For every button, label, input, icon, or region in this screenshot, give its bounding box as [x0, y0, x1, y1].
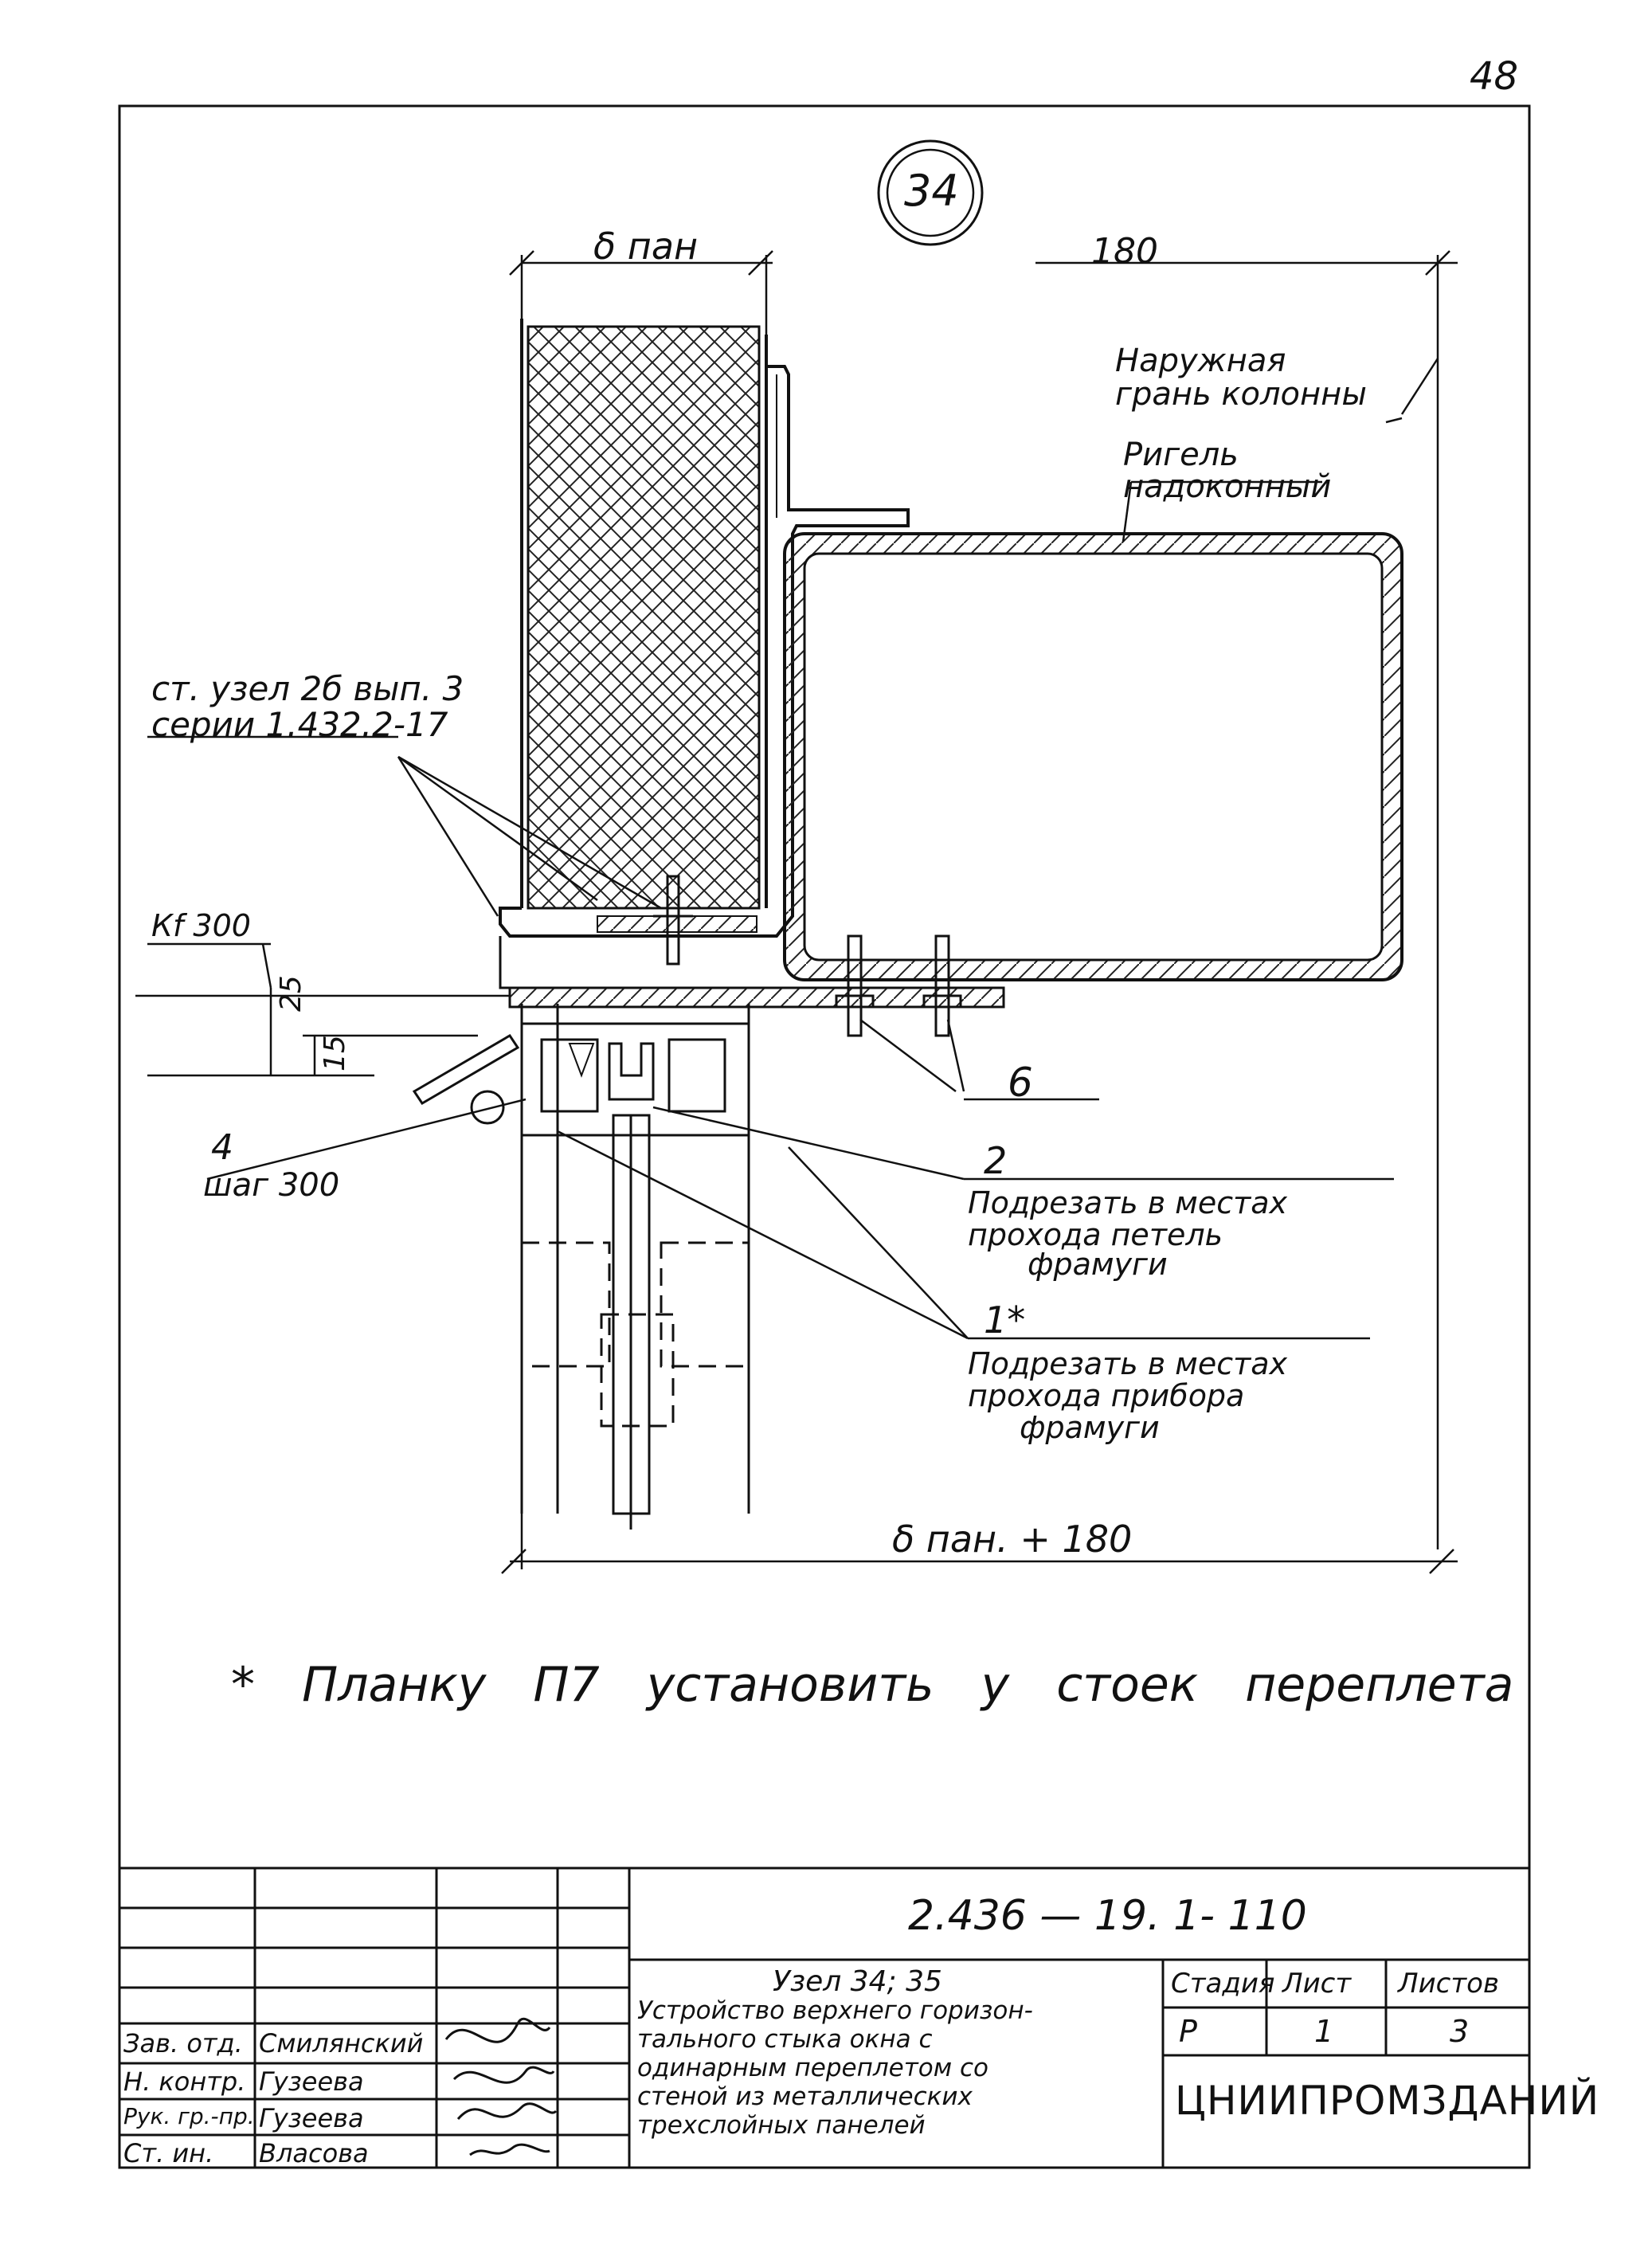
hinge-pin [470, 1090, 505, 1125]
label-rigel-2: надоконный [1123, 468, 1332, 505]
window-sash-dashed [520, 1147, 750, 1428]
general-note: * Планку П7 установить у стоек переплета [231, 1657, 1514, 1713]
sheet-number: 48 [1470, 54, 1519, 99]
description-3: одинарным переплетом со [637, 2054, 988, 2082]
leader-lines [147, 358, 1439, 1340]
role-1: Зав. отд. [123, 2028, 243, 2058]
organization: ЦНИИПРОМЗДАНИЙ [1175, 2078, 1600, 2124]
label-4: 4 [211, 1127, 233, 1168]
name-2: Гузеева [259, 2066, 364, 2097]
sheet-value: 1 [1314, 2014, 1334, 2049]
label-outer-face-1: Наружная [1115, 343, 1286, 379]
title-block [119, 1866, 1529, 2168]
label-1-line3: фрамуги [1020, 1410, 1160, 1445]
label-1-line1: Подрезать в местах [968, 1346, 1288, 1381]
description-4: стеной из металлических [637, 2082, 973, 2111]
window-sash [520, 1004, 750, 1530]
lintel-beam-inner [803, 552, 1384, 962]
node-number: 34 [904, 166, 959, 216]
name-4: Власова [259, 2138, 369, 2168]
designation: 2.436 — 19. 1- 110 [908, 1892, 1307, 1940]
role-2: Н. контр. [123, 2066, 246, 2097]
dim-panel-label: δ пан [593, 225, 699, 268]
wall-panel-insulation [527, 325, 761, 910]
description-1: Устройство верхнего горизон- [637, 1996, 1033, 2025]
label-rigel-1: Ригель [1123, 437, 1239, 473]
label-outer-face-2: грань колонны [1115, 376, 1367, 413]
node-title: Узел 34; 35 [773, 1965, 942, 1998]
label-ref-1: ст. узел 2б вып. 3 [151, 669, 464, 708]
node-circle-outer [877, 139, 984, 246]
sheet-border [118, 104, 1531, 2169]
bolt-2 [835, 934, 875, 1037]
role-3: Рук. гр.-пр. [123, 2103, 255, 2129]
name-3: Гузеева [259, 2103, 364, 2133]
description-5: трехслойных панелей [637, 2111, 926, 2140]
stage-label: Стадия [1171, 1968, 1275, 2000]
description-2: тального стыка окна с [637, 2025, 933, 2054]
flashing-profile [499, 365, 910, 938]
label-4-step: шаг 300 [203, 1167, 340, 1204]
stage-value: Р [1179, 2014, 1197, 2049]
dim-180-label: 180 [1091, 231, 1158, 272]
signatures [444, 2017, 558, 2156]
sheet-label: Лист [1282, 1968, 1352, 2000]
dim-kf-label: Кf 300 [151, 908, 251, 943]
label-2-line3: фрамуги [1028, 1247, 1168, 1282]
sheets-label: Листов [1398, 1968, 1500, 2000]
role-4: Ст. ин. [123, 2138, 214, 2168]
name-1: Смилянский [259, 2028, 424, 2058]
label-1-number: 1* [984, 1299, 1026, 1342]
bottom-plate [508, 986, 1005, 1009]
dim-15-label: 15 [319, 1035, 351, 1071]
sheets-value: 3 [1450, 2014, 1470, 2049]
bolt-3 [922, 934, 962, 1037]
dimension-lines [135, 250, 1458, 1574]
label-1-line2: прохода прибора [968, 1378, 1245, 1413]
node-circle-inner [886, 148, 975, 237]
label-6: 6 [1008, 1060, 1033, 1106]
label-2-line1: Подрезать в местах [968, 1185, 1288, 1220]
label-ref-2: серии 1.432.2-17 [151, 705, 448, 744]
bolt-1 [653, 875, 693, 966]
dim-total-label: δ пан. + 180 [892, 1518, 1133, 1561]
dim-25-label: 25 [275, 975, 307, 1012]
label-2-line2: прохода петель [968, 1217, 1223, 1252]
label-2-number: 2 [984, 1139, 1008, 1182]
